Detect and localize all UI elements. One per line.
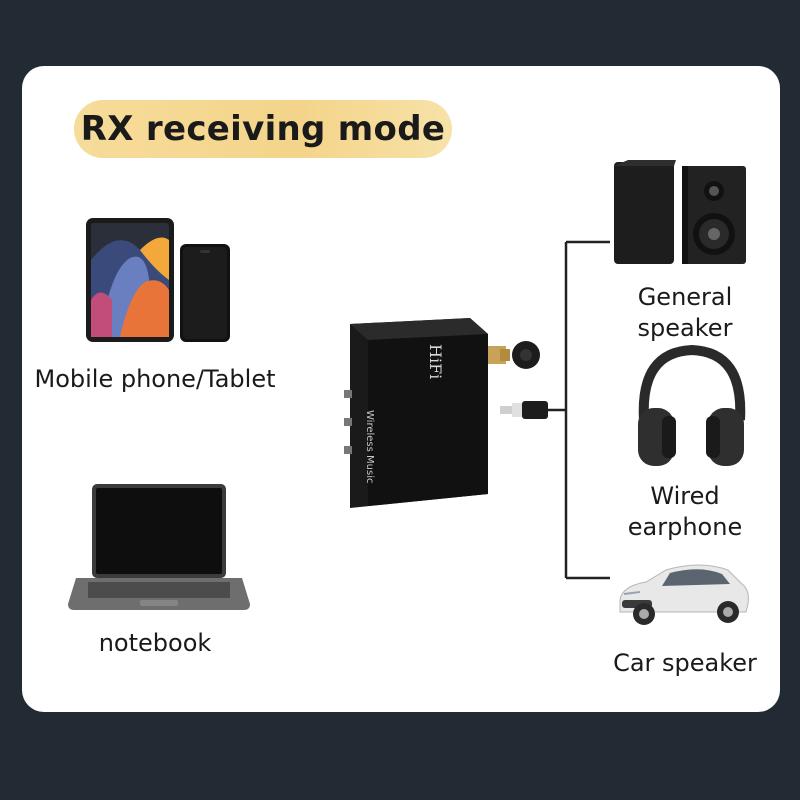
laptop-icon — [68, 484, 250, 610]
connection-lines — [548, 240, 610, 580]
general-speaker-label: General speaker — [600, 282, 770, 344]
wired-earphone-label-line1: Wired — [650, 482, 720, 510]
general-speaker-label-line1: General — [637, 283, 733, 311]
car-icon — [619, 564, 749, 625]
wired-earphone-label-line2: earphone — [627, 513, 743, 541]
device-side-label: Wireless Music — [364, 410, 375, 484]
hifi-receiver-device — [344, 318, 488, 508]
antenna-connector-icon — [488, 341, 540, 369]
notebook-label: notebook — [98, 629, 212, 657]
headphones-icon — [638, 344, 746, 466]
audio-jack-icon — [500, 401, 548, 419]
wired-earphone-label: Wired earphone — [600, 481, 770, 543]
car-speaker-label: Car speaker — [613, 649, 757, 677]
general-speaker-label-line2: speaker — [637, 314, 733, 342]
speaker-icon — [614, 160, 746, 264]
mode-title: RX receiving mode — [74, 100, 452, 158]
mobile-tablet-label: Mobile phone/Tablet — [34, 365, 276, 393]
device-brand-label: HiFi — [426, 344, 445, 380]
phone-icon — [180, 244, 230, 342]
tablet-icon — [86, 218, 174, 342]
